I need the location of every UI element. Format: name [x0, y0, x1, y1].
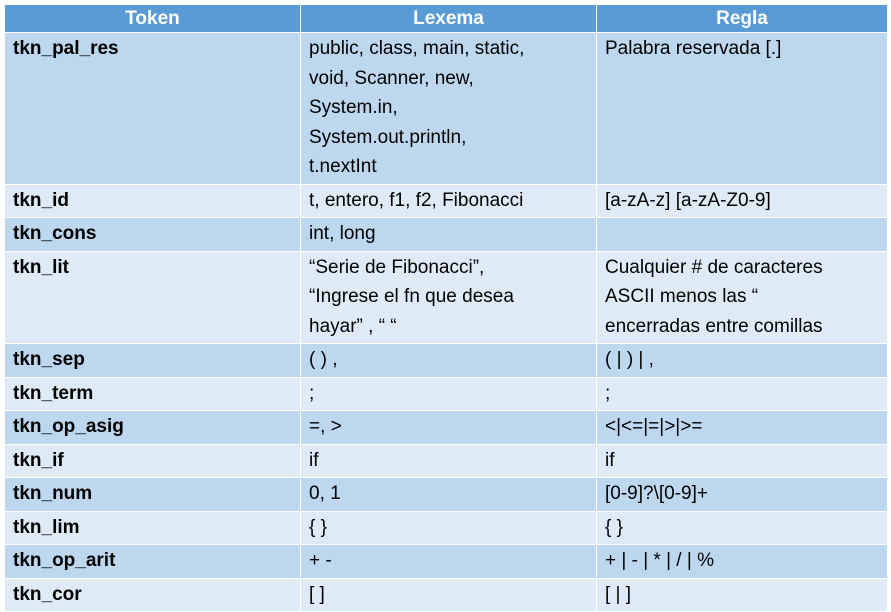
regla-cell: Cualquier # de caracteres ASCII menos la…: [596, 250, 888, 344]
token-cell: tkn_lim: [4, 510, 301, 545]
lexema-cell: “Serie de Fibonacci”, “Ingrese el fn que…: [300, 250, 597, 344]
token-cell: tkn_cons: [4, 217, 301, 252]
token-cell: tkn_pal_res: [4, 32, 301, 185]
lexema-cell: ;: [300, 376, 597, 411]
lexema-cell: public, class, main, static, void, Scann…: [300, 32, 597, 185]
token-table: Token Lexema Regla tkn_pal_res public, c…: [4, 5, 888, 612]
header-lexema: Lexema: [300, 5, 597, 33]
table-row: tkn_if if if: [4, 443, 888, 478]
regla-cell: Palabra reservada [.]: [596, 32, 888, 185]
lexema-cell: 0, 1: [300, 477, 597, 512]
lexema-cell: ( ) ,: [300, 343, 597, 378]
regla-cell: { }: [596, 510, 888, 545]
header-regla: Regla: [596, 5, 888, 33]
table-row: tkn_lit “Serie de Fibonacci”, “Ingrese e…: [4, 250, 888, 344]
regla-cell: <|<=|=|>|>=: [596, 410, 888, 445]
header-token: Token: [4, 5, 301, 33]
regla-cell: + | - | * | / | %: [596, 544, 888, 579]
token-cell: tkn_if: [4, 443, 301, 478]
token-cell: tkn_sep: [4, 343, 301, 378]
regla-cell: ( | ) | ,: [596, 343, 888, 378]
lexema-cell: t, entero, f1, f2, Fibonacci: [300, 183, 597, 218]
lexema-cell: int, long: [300, 217, 597, 252]
table-row: tkn_op_arit + - + | - | * | / | %: [4, 544, 888, 579]
regla-cell: [a-zA-z] [a-zA-Z0-9]: [596, 183, 888, 218]
lexema-cell: if: [300, 443, 597, 478]
table-row: tkn_lim { } { }: [4, 510, 888, 545]
table-row: tkn_term ; ;: [4, 376, 888, 411]
table-row: tkn_cor [ ] [ | ]: [4, 577, 888, 612]
token-cell: tkn_lit: [4, 250, 301, 344]
token-cell: tkn_op_arit: [4, 544, 301, 579]
token-cell: tkn_term: [4, 376, 301, 411]
lexema-cell: { }: [300, 510, 597, 545]
table-row: tkn_id t, entero, f1, f2, Fibonacci [a-z…: [4, 183, 888, 218]
table-row: tkn_op_asig =, > <|<=|=|>|>=: [4, 410, 888, 445]
lexema-cell: =, >: [300, 410, 597, 445]
token-cell: tkn_op_asig: [4, 410, 301, 445]
table-row: tkn_num 0, 1 [0-9]?\[0-9]+: [4, 477, 888, 512]
token-cell: tkn_id: [4, 183, 301, 218]
token-cell: tkn_num: [4, 477, 301, 512]
token-table-container: Token Lexema Regla tkn_pal_res public, c…: [4, 5, 888, 612]
regla-cell: [ | ]: [596, 577, 888, 612]
regla-cell: [0-9]?\[0-9]+: [596, 477, 888, 512]
token-cell: tkn_cor: [4, 577, 301, 612]
table-row: tkn_sep ( ) , ( | ) | ,: [4, 343, 888, 378]
table-header-row: Token Lexema Regla: [4, 5, 888, 33]
lexema-cell: + -: [300, 544, 597, 579]
table-row: tkn_pal_res public, class, main, static,…: [4, 32, 888, 185]
regla-cell: [596, 217, 888, 252]
regla-cell: if: [596, 443, 888, 478]
lexema-cell: [ ]: [300, 577, 597, 612]
regla-cell: ;: [596, 376, 888, 411]
table-row: tkn_cons int, long: [4, 217, 888, 252]
